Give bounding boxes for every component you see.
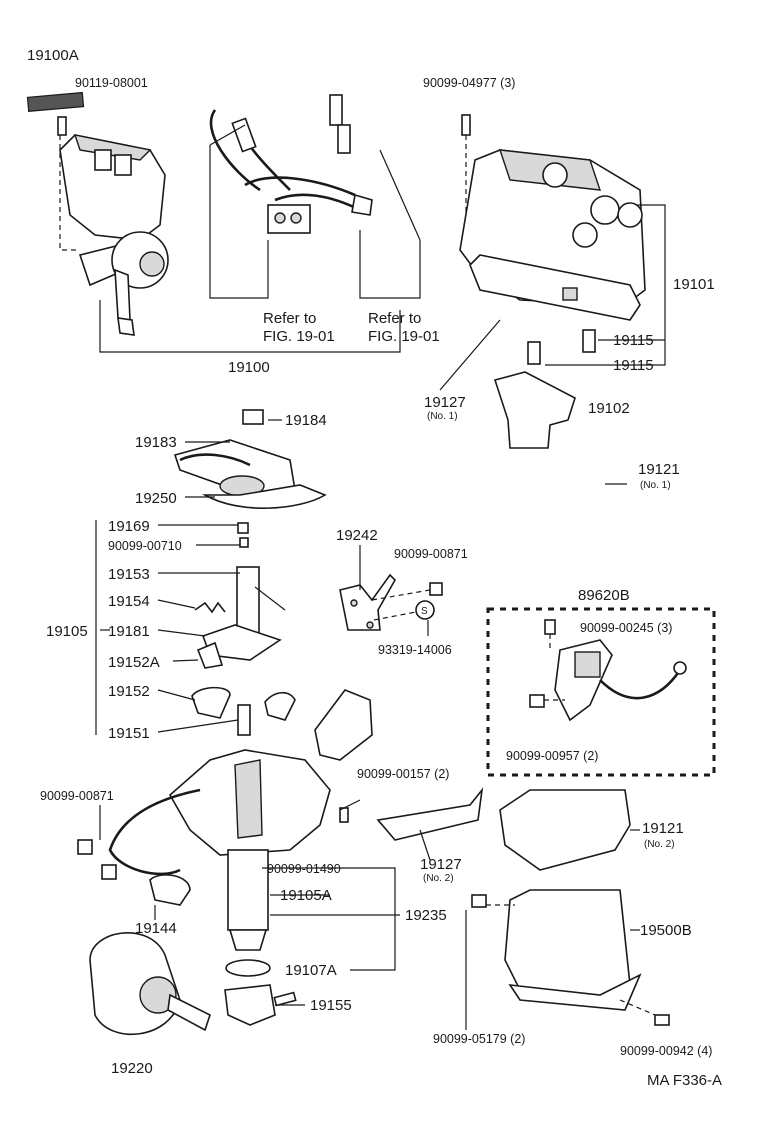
label-19105: 19105 xyxy=(46,623,88,640)
label-89620B: 89620B xyxy=(578,587,630,604)
label-refer-1a: Refer to xyxy=(263,310,316,327)
igniter-box-outline xyxy=(486,607,716,777)
label-refer-2b: FIG. 19-01 xyxy=(368,328,440,345)
label-19144: 19144 xyxy=(135,920,177,937)
label-90099-01490: 90099-01490 xyxy=(267,862,341,876)
label-19121-top-note: (No. 1) xyxy=(640,480,671,491)
label-19220: 19220 xyxy=(111,1060,153,1077)
label-90099-00710: 90099-00710 xyxy=(108,539,182,553)
label-19102: 19102 xyxy=(588,400,630,417)
label-19115-a: 19115 xyxy=(613,332,654,349)
label-90099-00871-mid: 90099-00871 xyxy=(394,547,468,561)
label-19152A: 19152A xyxy=(108,654,160,671)
label-19127-bot-note: (No. 2) xyxy=(423,873,454,884)
label-19107A: 19107A xyxy=(285,962,337,979)
bottom-parts-drawing xyxy=(89,932,297,1036)
label-19153: 19153 xyxy=(108,566,150,583)
label-19235: 19235 xyxy=(405,907,447,924)
label-19151: 19151 xyxy=(108,725,150,742)
label-19127-bot: 19127 xyxy=(420,856,462,873)
label-90099-00245: 90099-00245 (3) xyxy=(580,621,672,635)
distributor-assembly-drawing xyxy=(26,91,169,336)
label-19242: 19242 xyxy=(336,527,378,544)
distributor-cap-drawing xyxy=(439,114,666,449)
label-19115-b: 19115 xyxy=(613,357,654,374)
leader-lines xyxy=(99,419,640,1006)
label-19181: 19181 xyxy=(108,623,150,640)
bracket-19242-drawing: S xyxy=(339,573,443,631)
label-19154: 19154 xyxy=(108,593,150,610)
label-90099-04977: 90099-04977 (3) xyxy=(423,76,515,90)
label-19155: 19155 xyxy=(310,997,352,1014)
label-19152: 19152 xyxy=(108,683,150,700)
label-90099-00942: 90099-00942 (4) xyxy=(620,1044,712,1058)
callout-s: S xyxy=(421,606,428,617)
label-19500B: 19500B xyxy=(640,922,692,939)
igniter-drawing xyxy=(529,619,687,722)
label-19121-top: 19121 xyxy=(638,461,680,478)
label-19121-bot: 19121 xyxy=(642,820,684,837)
label-19100A: 19100A xyxy=(27,47,79,64)
label-19183: 19183 xyxy=(135,434,177,451)
label-90119-08001: 90119-08001 xyxy=(75,76,148,90)
signal-generator-drawing xyxy=(95,409,327,736)
label-19100: 19100 xyxy=(228,359,270,376)
label-90099-05179: 90099-05179 (2) xyxy=(433,1032,525,1046)
label-refer-1b: FIG. 19-01 xyxy=(263,328,335,345)
label-19127-top: 19127 xyxy=(424,394,466,411)
dust-cover-drawing xyxy=(376,787,670,1030)
label-93319-14006: 93319-14006 xyxy=(378,643,452,657)
ignition-cord-drawing xyxy=(209,94,421,299)
label-19250: 19250 xyxy=(135,490,177,507)
label-90099-00157: 90099-00157 (2) xyxy=(357,767,449,781)
label-refer-2a: Refer to xyxy=(368,310,421,327)
label-19169: 19169 xyxy=(108,518,150,535)
distributor-housing-drawing xyxy=(77,689,373,951)
label-19121-bot-note: (No. 2) xyxy=(644,839,675,850)
label-90099-00871-left: 90099-00871 xyxy=(40,789,114,803)
label-19105A: 19105A xyxy=(280,887,332,904)
label-90099-00957: 90099-00957 (2) xyxy=(506,749,598,763)
figure-code: MA F336-A xyxy=(647,1072,722,1089)
label-19127-top-note: (No. 1) xyxy=(427,411,458,422)
label-19101: 19101 xyxy=(673,276,715,293)
label-19184: 19184 xyxy=(285,412,327,429)
